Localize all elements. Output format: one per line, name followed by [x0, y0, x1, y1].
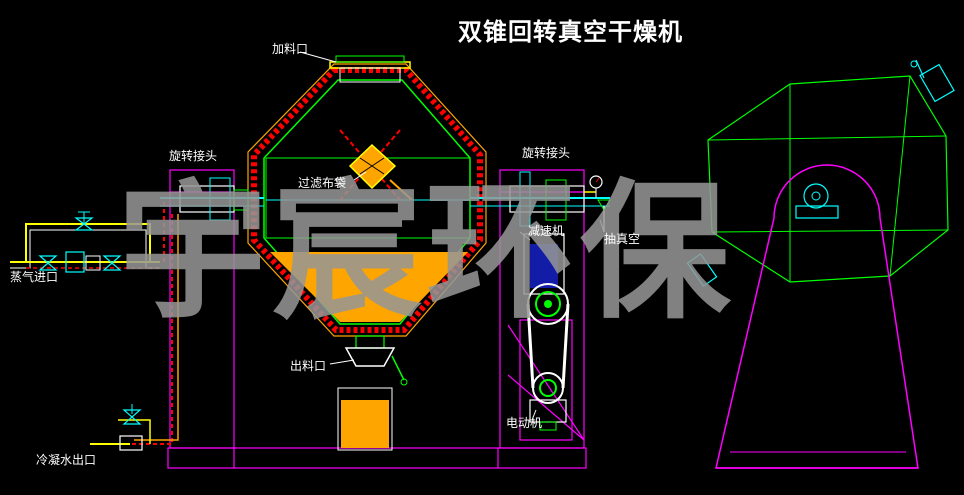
drive-chain: [526, 303, 570, 389]
material-fill: [270, 252, 468, 322]
steam-piping: [10, 202, 179, 451]
discharge-bin: [337, 387, 393, 451]
side-view-feed-port-icon: [910, 59, 955, 103]
watermark: 宇宸环保: [118, 166, 735, 340]
label-steam-inlet: 蒸气进口: [10, 270, 59, 284]
reducer-box: [523, 233, 565, 295]
condensate-valve-icon: [119, 404, 143, 451]
label-vacuum: 抽真空: [604, 232, 641, 246]
label-condensate-outlet: 冷凝水出口: [36, 453, 97, 467]
label-rotary-joint-left: 旋转接头: [169, 149, 218, 163]
drive: [523, 233, 570, 431]
side-view-bearing-icon: [795, 183, 839, 219]
label-discharge: 出料口: [290, 359, 327, 373]
label-rotary-joint-right: 旋转接头: [522, 146, 571, 160]
leader-lines: [299, 51, 605, 421]
vacuum-gauge-icon: [589, 175, 603, 198]
steam-valve-icon: [74, 211, 94, 231]
steam-trap-valve-icon: [38, 251, 122, 273]
side-view-frame: [715, 164, 919, 469]
label-feed-inlet: 加料口: [272, 42, 309, 56]
side-view-cone: [707, 75, 949, 283]
right-rotary-joint: [509, 185, 585, 213]
motor-sprocket-icon: [532, 372, 564, 404]
shaft: [160, 171, 611, 232]
vessel-jacket: [251, 67, 483, 333]
page-title: 双锥回转真空干燥机: [458, 18, 683, 46]
side-view-outlet-icon: [686, 253, 718, 287]
discharge-valve-icon: [344, 335, 408, 386]
vessel-inner-shell: [263, 79, 471, 325]
label-filter-bag: 过滤布袋: [298, 176, 347, 190]
vessel-outer-shell: [247, 63, 487, 337]
side-view: [686, 59, 955, 469]
label-reducer: 减速机: [528, 224, 565, 238]
label-motor: 电动机: [506, 416, 543, 430]
support-frame: [167, 169, 587, 469]
filter-bag-icon: [339, 129, 413, 201]
vessel: [247, 55, 487, 451]
